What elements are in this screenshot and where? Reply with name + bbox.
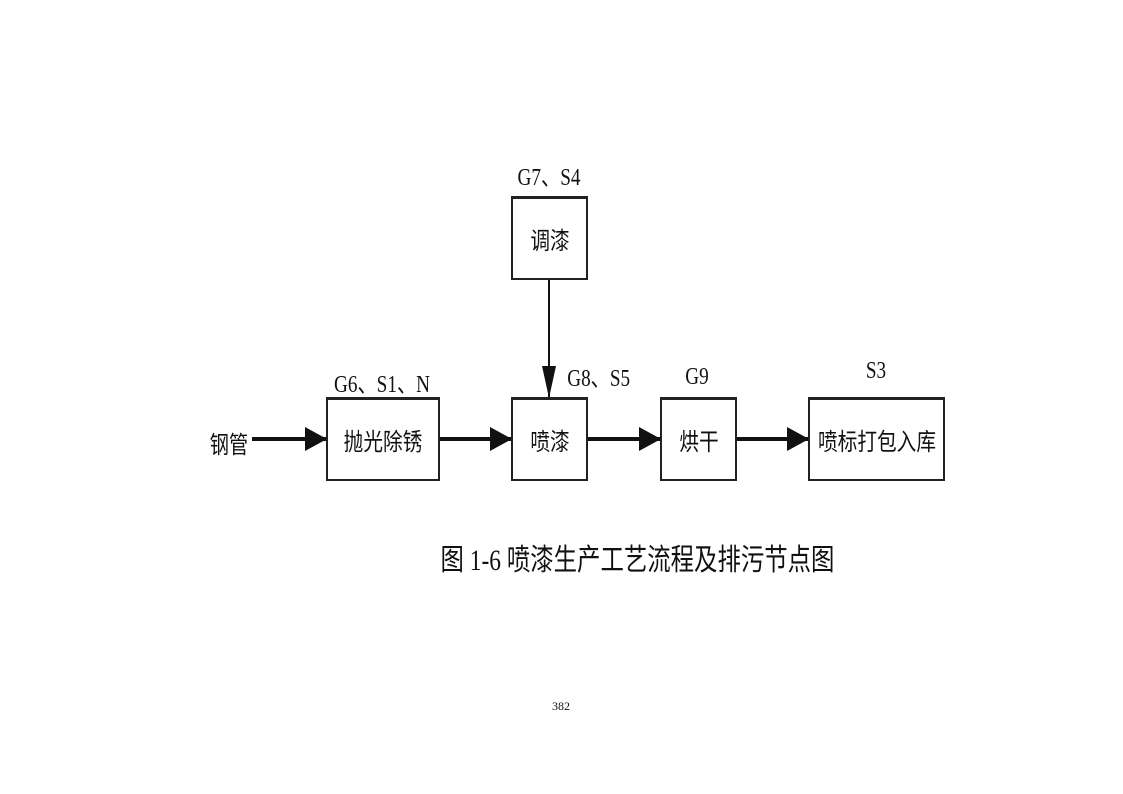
input-label: 钢管 [209,433,249,459]
emission-label-spray: G8、S5 [567,366,631,392]
process-box-pack: 喷标打包入库 [808,397,945,481]
emission-label-mix: G7、S4 [517,165,581,191]
process-box-dry: 烘干 [660,397,737,481]
process-label: 抛光除锈 [343,430,423,456]
emission-label-polish: G6、S1、N [334,372,431,398]
caption-text: 图 1-6 喷漆生产工艺流程及排污节点图 [440,544,835,577]
emission-label-pack: S3 [865,358,887,384]
process-label: 喷漆 [529,430,570,456]
arrow-mix-to-spray-head [542,366,556,398]
process-box-spray: 喷漆 [511,397,588,481]
process-label: 喷标打包入库 [817,430,936,456]
process-label: 调漆 [529,229,570,255]
emission-label-dry: G9 [685,364,709,390]
page-number: 382 [552,699,570,713]
figure-caption: 图 1-6 喷漆生产工艺流程及排污节点图 [385,535,835,579]
process-label: 烘干 [678,430,719,456]
process-box-mix: 调漆 [511,196,588,280]
process-box-polish: 抛光除锈 [326,397,440,481]
